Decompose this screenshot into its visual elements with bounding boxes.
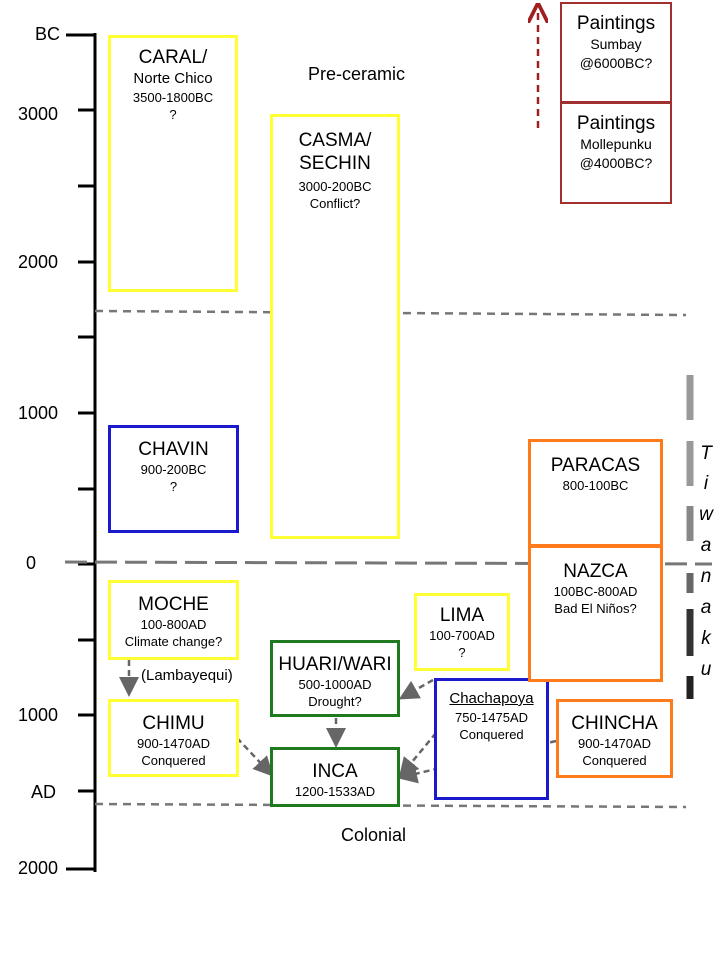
label-lambayequi: (Lambayequi) bbox=[141, 667, 233, 684]
culture-box-chimu: CHIMU 900-1470AD Conquered bbox=[108, 699, 239, 777]
culture-subname: Mollepunku bbox=[580, 136, 652, 152]
era-label-preceramic: Pre-ceramic bbox=[308, 64, 406, 84]
culture-dates: @6000BC? bbox=[579, 55, 653, 71]
influence-arrows bbox=[119, 660, 557, 784]
culture-dates: @4000BC? bbox=[579, 155, 653, 171]
culture-name: PARACAS bbox=[550, 455, 641, 476]
culture-name: Paintings bbox=[576, 13, 656, 34]
culture-note: Climate change? bbox=[124, 634, 223, 649]
culture-note: ? bbox=[458, 645, 466, 660]
culture-name: LIMA bbox=[439, 605, 485, 626]
culture-subname: Sumbay bbox=[590, 36, 642, 52]
culture-box-lima: LIMA 100-700AD ? bbox=[414, 593, 510, 671]
culture-box-paintings-mollepunku: Paintings Mollepunku @4000BC? bbox=[560, 102, 672, 204]
tiwanaku-letter: w bbox=[699, 504, 713, 525]
tiwanaku-letter: k bbox=[701, 628, 711, 649]
culture-box-chachapoya: Chachapoya 750-1475AD Conquered bbox=[434, 678, 549, 800]
culture-name: Chachapoya bbox=[449, 690, 534, 707]
culture-box-chincha: CHINCHA 900-1470AD Conquered bbox=[556, 699, 673, 778]
culture-name: CARAL/ bbox=[138, 47, 208, 68]
culture-name: CHINCHA bbox=[571, 713, 658, 734]
culture-note: Conquered bbox=[459, 727, 524, 742]
culture-name: CHIMU bbox=[142, 713, 205, 734]
culture-dates: 900-1470AD bbox=[137, 736, 210, 751]
year-zero-line bbox=[64, 560, 713, 566]
tiwanaku-letter: T bbox=[700, 443, 712, 464]
culture-subname: Norte Chico bbox=[133, 70, 213, 87]
culture-dates: 750-1475AD bbox=[455, 710, 528, 725]
era-label-colonial: Colonial bbox=[341, 825, 407, 845]
culture-box-huari-wari: HUARI/WARI 500-1000AD Drought? bbox=[270, 640, 400, 717]
culture-dates: 500-1000AD bbox=[298, 677, 372, 692]
tiwanaku-letter: a bbox=[700, 535, 712, 556]
axis-label-zero: 0 bbox=[25, 553, 36, 573]
tiwanaku-letter: i bbox=[703, 473, 709, 494]
culture-box-paintings-sumbay: Paintings Sumbay @6000BC? bbox=[560, 2, 672, 103]
culture-note: ? bbox=[169, 107, 177, 122]
culture-name: CHAVIN bbox=[138, 439, 209, 460]
axis-label-ad: AD bbox=[30, 782, 56, 802]
axis-label-2000ad: 2000 bbox=[17, 858, 58, 878]
culture-dates: 3500-1800BC bbox=[132, 90, 214, 105]
culture-dates: 1200-1533AD bbox=[294, 784, 376, 799]
culture-dates: 800-100BC bbox=[562, 478, 629, 493]
culture-box-casma-sechin: CASMA/ SECHIN 3000-200BC Conflict? bbox=[270, 114, 400, 539]
culture-box-moche: MOCHE 100-800AD Climate change? bbox=[108, 580, 239, 660]
culture-box-chavin: CHAVIN 900-200BC ? bbox=[108, 425, 239, 533]
culture-dates: 900-1470AD bbox=[578, 736, 651, 751]
axis-label-bc: BC bbox=[34, 24, 60, 44]
axis-label-1000bc: 1000 bbox=[17, 403, 58, 423]
culture-name: HUARI/WARI bbox=[278, 654, 392, 675]
culture-note: Conquered bbox=[582, 753, 647, 768]
culture-subname: SECHIN bbox=[299, 153, 371, 174]
axis-label-2000bc: 2000 bbox=[17, 252, 58, 272]
tiwanaku-letter: n bbox=[700, 566, 712, 587]
culture-dates: 100-700AD bbox=[429, 628, 495, 643]
culture-note: Conquered bbox=[141, 753, 206, 768]
culture-name: NAZCA bbox=[563, 561, 628, 582]
culture-note: ? bbox=[169, 479, 178, 494]
tiwanaku-letter: u bbox=[700, 659, 712, 680]
culture-box-paracas: PARACAS 800-100BC bbox=[528, 439, 663, 547]
culture-name: INCA bbox=[312, 761, 358, 782]
culture-dates: 900-200BC bbox=[140, 462, 207, 477]
axis-label-1000ad: 1000 bbox=[17, 705, 58, 725]
axis-label-3000bc: 3000 bbox=[17, 104, 58, 124]
culture-name: Paintings bbox=[576, 113, 656, 134]
culture-dates: 100-800AD bbox=[140, 617, 207, 632]
culture-box-inca: INCA 1200-1533AD bbox=[270, 747, 400, 807]
axis-ticks bbox=[66, 33, 95, 871]
culture-box-caral: CARAL/ Norte Chico 3500-1800BC ? bbox=[108, 35, 238, 292]
culture-note: Drought? bbox=[308, 694, 362, 709]
culture-dates: 3000-200BC bbox=[298, 179, 372, 194]
culture-name: CASMA/ bbox=[298, 130, 372, 151]
culture-note: Bad El Niños? bbox=[554, 601, 637, 616]
culture-dates: 100BC-800AD bbox=[553, 584, 638, 599]
culture-note: Conflict? bbox=[309, 196, 361, 211]
culture-name: MOCHE bbox=[138, 594, 209, 615]
tiwanaku-letter: a bbox=[700, 597, 712, 618]
culture-box-nazca: NAZCA 100BC-800AD Bad El Niños? bbox=[528, 545, 663, 682]
